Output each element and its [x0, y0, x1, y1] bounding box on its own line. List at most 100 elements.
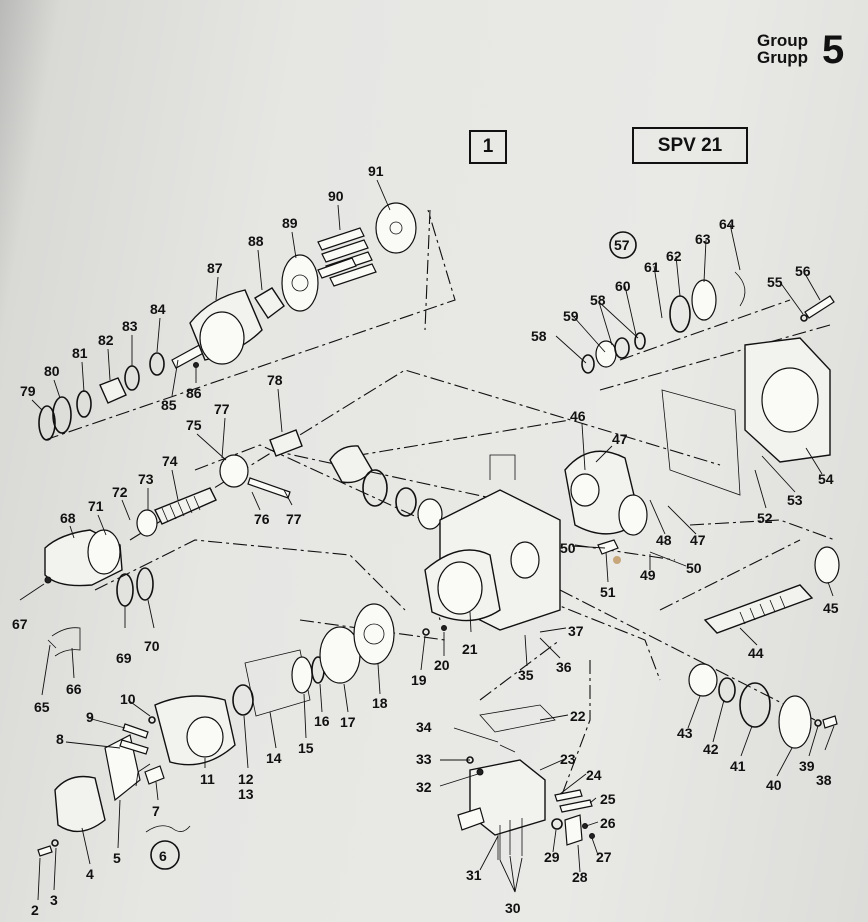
callout-11: 11: [200, 771, 215, 787]
callout-65: 65: [34, 699, 50, 715]
part-68-flange: [87, 529, 121, 575]
callout-31: 31: [466, 867, 482, 883]
callout-48: 48: [656, 532, 672, 548]
callout-84: 84: [150, 301, 166, 317]
part-83-bearing: [124, 365, 140, 391]
part-73-piston: [136, 509, 158, 537]
callout-17: 17: [340, 714, 356, 730]
part-55-washer: [800, 314, 808, 322]
callout-53: 53: [787, 492, 803, 508]
part-3-washer: [51, 839, 59, 847]
callout-27: 27: [596, 849, 612, 865]
part-79-ring: [38, 405, 56, 441]
part-27-screw: [589, 833, 595, 839]
part-90-pistons: [317, 227, 377, 287]
callout-28: 28: [572, 869, 588, 885]
callout-46: 46: [570, 408, 586, 424]
part-86-ball: [193, 362, 199, 368]
callout-32: 32: [416, 779, 432, 795]
valve-block-group: [457, 704, 595, 860]
callout-81: 81: [72, 345, 88, 361]
callout-19: 19: [411, 672, 427, 688]
part-29-oring: [551, 818, 563, 830]
pump-cover-group: [37, 695, 236, 857]
callout-54: 54: [818, 471, 834, 487]
part-52-gasket: [661, 389, 741, 496]
callout-56: 56: [795, 263, 811, 279]
callout-25: 25: [600, 791, 616, 807]
callout-6-brace: [145, 825, 191, 833]
callout-39: 39: [799, 758, 815, 774]
part-69-oring: [116, 573, 134, 607]
group-label-line1: Group: [757, 31, 808, 50]
callout-63: 63: [695, 231, 711, 247]
callout-18: 18: [372, 695, 388, 711]
callout-49: 49: [640, 567, 656, 583]
callout-10: 10: [120, 691, 136, 707]
part-44-shaft: [703, 584, 814, 634]
callout-86: 86: [186, 385, 202, 401]
callout-67: 67: [12, 616, 28, 632]
callout-6-circle: [150, 840, 180, 870]
callout-76: 76: [254, 511, 270, 527]
callout-88: 88: [248, 233, 264, 249]
part-18-plate: [353, 603, 395, 665]
callout-85: 85: [161, 397, 177, 413]
part-7-valve: [144, 765, 165, 785]
callout-2: 2: [31, 902, 39, 918]
part-80-ring: [52, 396, 72, 434]
part-4-housing: [54, 775, 106, 833]
part-91-swash-plate: [375, 202, 417, 254]
part-76-rod: [247, 477, 291, 499]
part-56-bolt: [804, 295, 835, 319]
servo-group: [44, 429, 303, 657]
part-22-gasket: [479, 704, 556, 733]
callout-77a: 77: [214, 401, 230, 417]
part-65-pin: [47, 639, 57, 649]
part-75-spring-seat: [219, 454, 249, 488]
callout-24: 24: [586, 767, 602, 783]
part-41-seal: [739, 682, 771, 728]
callout-42: 42: [703, 741, 719, 757]
callout-60: 60: [615, 278, 631, 294]
callout-47a: 47: [612, 431, 628, 447]
callout-23: 23: [560, 751, 576, 767]
part-74-spring: [154, 487, 217, 525]
callout-36: 36: [556, 659, 572, 675]
part-70-oring: [136, 567, 154, 601]
callout-37: 37: [568, 623, 584, 639]
part-12-oring: [232, 684, 254, 716]
part-26-plug: [582, 823, 588, 829]
part-2-screw: [37, 845, 53, 857]
part-25-screw: [559, 799, 593, 813]
callout-40: 40: [766, 777, 782, 793]
callout-62: 62: [666, 248, 682, 264]
callout-70: 70: [144, 638, 160, 654]
callout-82: 82: [98, 332, 114, 348]
callout-77b: 77: [286, 511, 302, 527]
callout-89: 89: [282, 215, 298, 231]
callout-83: 83: [122, 318, 138, 334]
part-81-ring: [76, 390, 92, 418]
part-89-retainer-plate: [281, 254, 319, 312]
part-39-washer: [814, 719, 822, 727]
sheet-number-box: 1: [469, 130, 507, 164]
callout-51: 51: [600, 584, 616, 600]
callout-16: 16: [314, 713, 330, 729]
part-28-bracket: [564, 814, 583, 846]
callout-29: 29: [544, 849, 560, 865]
callout-6: 6: [159, 848, 167, 864]
callout-30: 30: [505, 900, 521, 916]
shaft-group: [688, 546, 840, 749]
callout-21: 21: [462, 641, 478, 657]
callout-15: 15: [298, 740, 314, 756]
callout-57: 57: [614, 237, 630, 253]
upper-right-group: [564, 271, 835, 564]
part-42-ring: [718, 677, 736, 703]
callout-75: 75: [186, 417, 202, 433]
callout-80: 80: [44, 363, 60, 379]
center-valve-group: [329, 445, 443, 530]
part-82-sleeve: [99, 377, 127, 404]
